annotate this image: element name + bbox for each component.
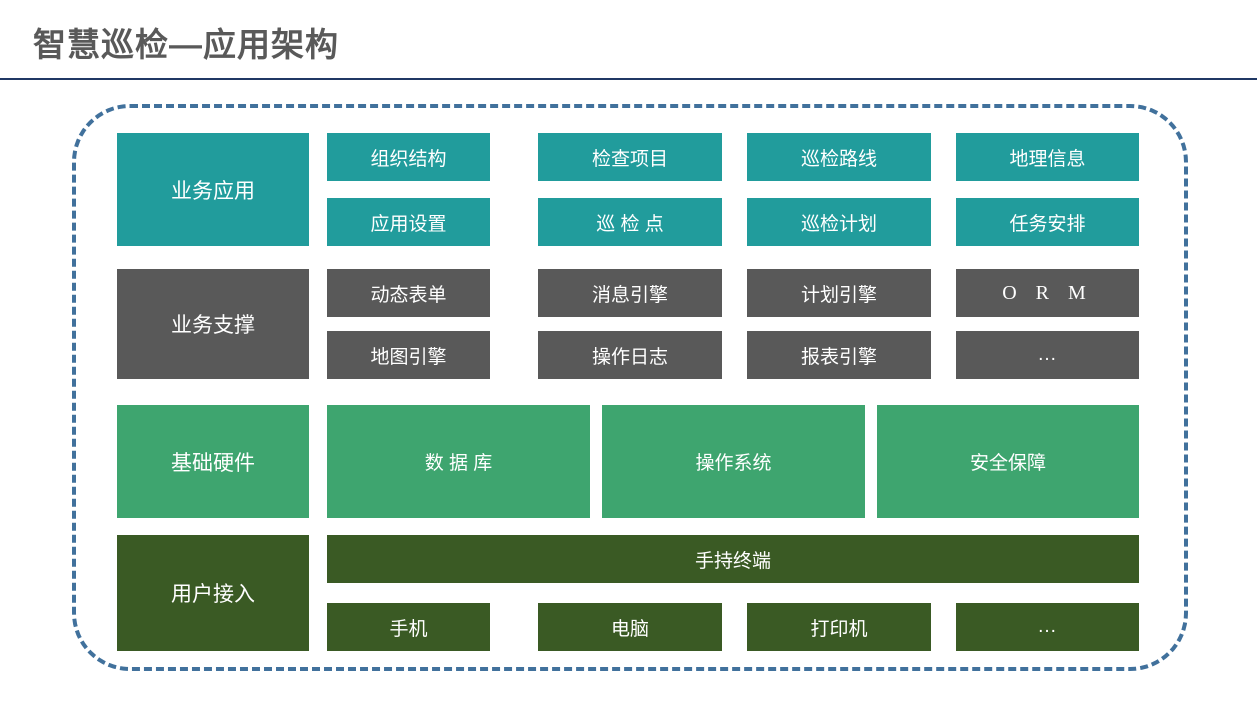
business-support-row-1: 动态表单 消息引擎 计划引擎 O R M [327,269,1139,317]
block-security: 安全保障 [877,405,1139,518]
block-support-more: ... [956,331,1139,379]
block-handheld-terminal: 手持终端 [327,535,1139,583]
block-geo-info: 地理信息 [956,133,1139,181]
block-message-engine: 消息引擎 [538,269,722,317]
block-computer: 电脑 [538,603,722,651]
layer-label-business-apps: 业务应用 [117,133,309,246]
block-patrol-plan: 巡检计划 [747,198,931,246]
block-report-engine: 报表引擎 [747,331,931,379]
block-operation-log: 操作日志 [538,331,722,379]
layer-label-infrastructure: 基础硬件 [117,405,309,518]
business-support-row-2: 地图引擎 操作日志 报表引擎 ... [327,331,1139,379]
layer-business-support-cells: 动态表单 消息引擎 计划引擎 O R M 地图引擎 操作日志 报表引擎 ... [327,269,1139,379]
block-dynamic-form: 动态表单 [327,269,490,317]
page-title: 智慧巡检—应用架构 [33,26,339,63]
block-task-schedule: 任务安排 [956,198,1139,246]
block-orm: O R M [956,269,1139,317]
business-apps-row-2: 应用设置 巡 检 点 巡检计划 任务安排 [327,198,1139,246]
block-mobile-phone: 手机 [327,603,490,651]
layer-infrastructure-cells: 数 据 库 操作系统 安全保障 [327,405,1139,518]
block-operating-system: 操作系统 [602,405,865,518]
layer-business-apps-cells: 组织结构 检查项目 巡检路线 地理信息 应用设置 巡 检 点 巡检计划 任务安排 [327,133,1139,246]
layer-user-access-cells: 手持终端 手机 电脑 打印机 ... [327,535,1139,651]
layer-user-access: 用户接入 手持终端 手机 电脑 打印机 ... [117,535,1139,651]
block-plan-engine: 计划引擎 [747,269,931,317]
block-patrol-route: 巡检路线 [747,133,931,181]
block-database: 数 据 库 [327,405,590,518]
layer-label-business-support: 业务支撑 [117,269,309,379]
layer-label-user-access: 用户接入 [117,535,309,651]
user-access-row: 手机 电脑 打印机 ... [327,603,1139,651]
layer-business-support: 业务支撑 动态表单 消息引擎 计划引擎 O R M 地图引擎 操作日志 报表引擎… [117,269,1139,379]
block-org-structure: 组织结构 [327,133,490,181]
title-divider [0,78,1257,80]
block-access-more: ... [956,603,1139,651]
block-app-settings: 应用设置 [327,198,490,246]
infrastructure-row: 数 据 库 操作系统 安全保障 [327,405,1139,518]
block-inspection-items: 检查项目 [538,133,722,181]
block-map-engine: 地图引擎 [327,331,490,379]
block-printer: 打印机 [747,603,931,651]
business-apps-row-1: 组织结构 检查项目 巡检路线 地理信息 [327,133,1139,181]
block-patrol-point: 巡 检 点 [538,198,722,246]
architecture-frame [72,104,1188,671]
layer-business-apps: 业务应用 组织结构 检查项目 巡检路线 地理信息 应用设置 巡 检 点 巡检计划… [117,133,1139,246]
layer-infrastructure: 基础硬件 数 据 库 操作系统 安全保障 [117,405,1139,518]
